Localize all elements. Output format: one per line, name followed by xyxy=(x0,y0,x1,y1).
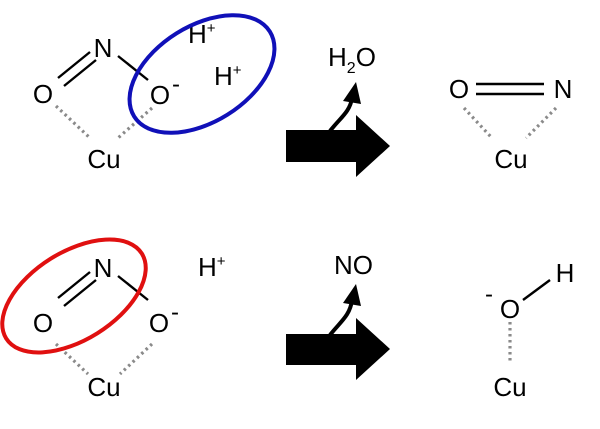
copper-atom: Cu xyxy=(493,372,526,402)
highlight-ellipse-blue xyxy=(127,13,277,135)
coordination-bond xyxy=(524,106,558,140)
top-reactant: N O O - Cu H+ H+ xyxy=(33,13,277,174)
bottom-reaction-arrow xyxy=(286,284,390,380)
reaction-arrow xyxy=(286,115,390,177)
oxygen-atom: O xyxy=(500,294,520,324)
single-bond-line xyxy=(117,275,149,301)
double-bond-line xyxy=(57,51,91,79)
negative-charge: - xyxy=(171,299,179,326)
coordination-bond xyxy=(462,106,494,140)
oxygen-atom-right: O xyxy=(149,308,169,338)
nitrogen-atom: N xyxy=(94,253,113,283)
copper-atom: Cu xyxy=(494,144,527,174)
highlight-ellipse-red xyxy=(0,237,148,355)
copper-atom: Cu xyxy=(87,372,120,402)
negative-charge: - xyxy=(485,281,493,308)
elimination-arrow-head xyxy=(343,284,361,306)
oxygen-atom: O xyxy=(449,74,469,104)
elimination-arrow-head xyxy=(343,82,361,104)
elimination-arrow-curve xyxy=(328,299,354,337)
oxygen-atom-right: O xyxy=(150,80,170,110)
double-bond-line xyxy=(63,279,97,307)
negative-charge: - xyxy=(172,71,180,98)
water-product: H2O xyxy=(328,42,376,77)
double-bond-line xyxy=(63,59,97,87)
top-reaction-arrow xyxy=(286,82,390,177)
proton: H+ xyxy=(198,252,226,282)
nitrogen-atom: N xyxy=(554,74,573,104)
single-bond-line xyxy=(117,55,149,81)
copper-atom: Cu xyxy=(87,144,120,174)
hydrogen-atom: H xyxy=(556,258,575,288)
oxygen-atom-left: O xyxy=(33,79,53,109)
double-bond-line xyxy=(57,271,91,299)
reaction-arrow xyxy=(286,318,390,380)
top-product: O N Cu xyxy=(449,74,573,174)
oxygen-atom-left: O xyxy=(33,308,53,338)
bottom-product: - O H Cu xyxy=(485,258,574,402)
nitric-oxide-product: NO xyxy=(334,250,373,280)
coordination-bond xyxy=(54,104,92,140)
coordination-bond xyxy=(118,342,154,376)
nitrogen-atom: N xyxy=(94,33,113,63)
coordination-bond xyxy=(116,106,154,140)
bottom-reactant: N O O - Cu H+ xyxy=(0,237,226,402)
elimination-arrow-curve xyxy=(328,97,354,133)
single-bond-line xyxy=(522,279,551,301)
proton-2: H+ xyxy=(214,61,242,91)
